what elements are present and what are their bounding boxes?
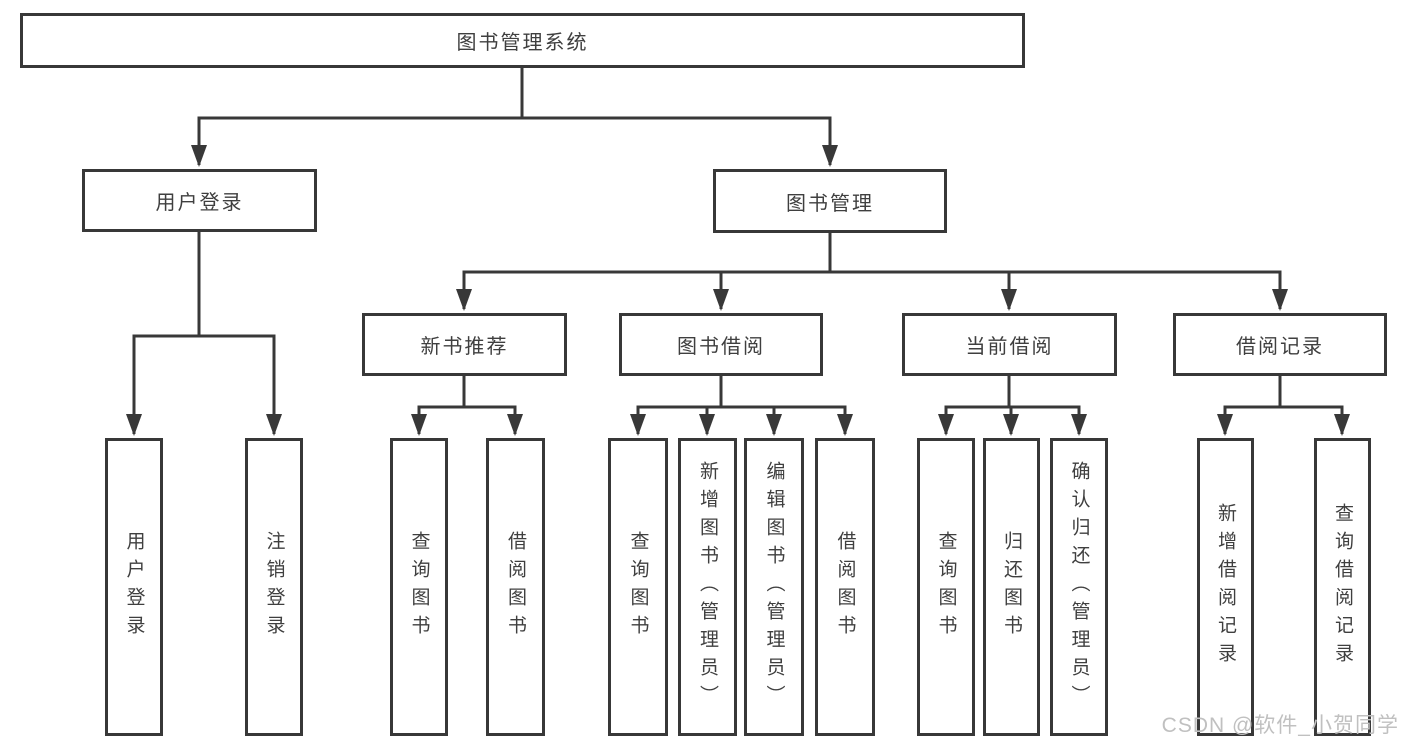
leaf-add-books-admin: 新增图书（管理员） (678, 438, 737, 736)
node-book-management: 图书管理 (713, 169, 947, 233)
leaf-label: 借阅图书 (505, 531, 526, 643)
leaf-label: 查询图书 (408, 531, 430, 643)
leaf-return-books: 归还图书 (983, 438, 1040, 736)
leaf-query-books: 查询图书 (390, 438, 448, 736)
leaf-borrow-books: 借阅图书 (815, 438, 875, 736)
leaf-label: 查询借阅记录 (1332, 503, 1353, 671)
leaf-logout: 注销登录 (245, 438, 303, 736)
leaf-query-books: 查询图书 (917, 438, 975, 736)
csdn-watermark: CSDN @软件_小贺同学 (1161, 714, 1399, 737)
leaf-borrow-books: 借阅图书 (486, 438, 545, 736)
node-book-borrowing: 图书借阅 (619, 313, 823, 376)
leaf-label: 新增图书（管理员） (697, 461, 718, 713)
leaf-label: 注销登录 (263, 531, 285, 643)
leaf-label: 归还图书 (1001, 531, 1022, 643)
leaf-label: 新增借阅记录 (1215, 503, 1236, 671)
leaf-label: 查询图书 (627, 531, 649, 643)
node-current-borrowing: 当前借阅 (902, 313, 1117, 376)
node-borrowing-records: 借阅记录 (1173, 313, 1387, 376)
leaf-query-books: 查询图书 (608, 438, 668, 736)
node-label: 借阅记录 (1236, 336, 1324, 358)
leaf-label: 用户登录 (123, 531, 145, 643)
leaf-label: 查询图书 (935, 531, 957, 643)
connector-arrows (126, 118, 1350, 436)
leaf-confirm-return-admin: 确认归还（管理员） (1050, 438, 1108, 736)
node-label: 图书管理 (786, 192, 874, 215)
leaf-label: 编辑图书（管理员） (763, 461, 785, 713)
node-new-book-recommendation: 新书推荐 (362, 313, 567, 376)
leaf-edit-books-admin: 编辑图书（管理员） (744, 438, 804, 736)
node-label: 当前借阅 (965, 336, 1054, 358)
root-node-book-management-system: 图书管理系统 (20, 13, 1025, 68)
node-user-login: 用户登录 (82, 169, 317, 232)
node-label: 图书管理系统 (456, 32, 589, 54)
leaf-user-login: 用户登录 (105, 438, 163, 736)
node-label: 用户登录 (155, 192, 244, 214)
leaf-query-borrow-record: 查询借阅记录 (1314, 438, 1371, 736)
leaf-label: 确认归还（管理员） (1068, 461, 1090, 713)
leaf-label: 借阅图书 (834, 531, 856, 643)
node-label: 图书借阅 (677, 336, 765, 358)
node-label: 新书推荐 (420, 336, 509, 358)
leaf-add-borrow-record: 新增借阅记录 (1197, 438, 1254, 736)
